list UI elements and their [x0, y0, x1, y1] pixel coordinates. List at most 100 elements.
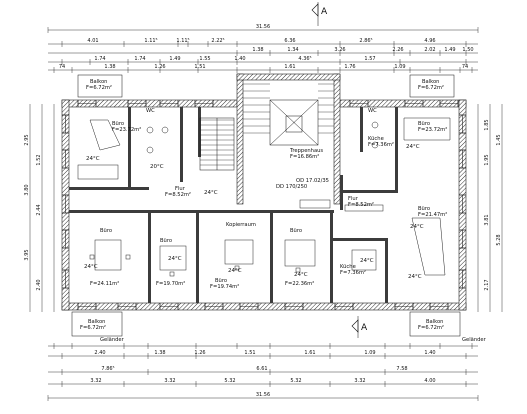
top-dim-3: 1.11⁵ — [176, 38, 189, 44]
svg-text:Büro: Büro — [215, 278, 227, 284]
svg-text:F=23.72m²: F=23.72m² — [418, 127, 447, 133]
svg-text:4.00: 4.00 — [424, 378, 435, 384]
top-dim-r2-1: 1.38 — [252, 47, 263, 53]
svg-text:F=6.72m²: F=6.72m² — [418, 85, 444, 91]
svg-text:Treppenhaus: Treppenhaus — [289, 148, 323, 154]
left-dimension-chains: 2.95 3.80 1.52 2.44 3.95 2.40 — [24, 104, 55, 312]
svg-text:OD 17.02/35: OD 17.02/35 — [296, 178, 329, 184]
svg-text:31.56: 31.56 — [256, 392, 270, 398]
svg-text:24°C: 24°C — [84, 264, 98, 270]
svg-text:1.40: 1.40 — [424, 350, 435, 356]
balcony-top-right: Balkon F=6.72m² — [409, 74, 455, 98]
svg-text:WC: WC — [368, 108, 377, 114]
svg-text:24°C: 24°C — [406, 144, 420, 150]
svg-text:Kopierraum: Kopierraum — [226, 222, 256, 228]
top-dim-r4-7: 1.09 — [394, 64, 405, 70]
svg-text:Balkon: Balkon — [88, 319, 105, 325]
top-dim-r2-4: 2.26 — [392, 47, 403, 53]
top-dim-r4-5: 1.61 — [284, 64, 295, 70]
svg-text:24°C: 24°C — [204, 190, 218, 196]
svg-text:1.38: 1.38 — [154, 350, 165, 356]
svg-text:1.85: 1.85 — [484, 119, 490, 130]
svg-text:F=6.72m²: F=6.72m² — [80, 325, 106, 331]
svg-text:Balkon: Balkon — [422, 79, 439, 85]
svg-text:F=23.72m²: F=23.72m² — [112, 127, 141, 133]
top-dim-r2-7: 1.50 — [462, 47, 473, 53]
top-dim-r2-6: 1.49 — [444, 47, 455, 53]
svg-text:Balkon: Balkon — [426, 319, 443, 325]
top-dim-r4-6: 1.76 — [344, 64, 355, 70]
svg-text:5.32: 5.32 — [290, 378, 301, 384]
outer-walls — [61, 73, 467, 311]
svg-text:A: A — [361, 323, 368, 333]
svg-text:F=7.36m²: F=7.36m² — [368, 142, 394, 148]
top-dim-r4-2: 1.38 — [104, 64, 115, 70]
svg-text:3.81: 3.81 — [484, 214, 490, 225]
section-marker-top: A — [311, 2, 328, 26]
svg-text:3.32: 3.32 — [90, 378, 101, 384]
svg-text:F=6.72m²: F=6.72m² — [86, 85, 112, 91]
svg-text:1.45: 1.45 — [496, 134, 502, 145]
svg-text:Geländer: Geländer — [100, 337, 125, 343]
svg-text:2.95: 2.95 — [24, 134, 30, 145]
svg-text:Büro: Büro — [290, 228, 302, 234]
svg-text:1.51: 1.51 — [244, 350, 255, 356]
svg-text:1.61: 1.61 — [304, 350, 315, 356]
svg-text:F=6.72m²: F=6.72m² — [418, 325, 444, 331]
top-dim-r3-2: 1.74 — [134, 56, 145, 62]
svg-text:F=22.36m²: F=22.36m² — [285, 281, 314, 287]
top-dim-r3-1: 1.74 — [94, 56, 105, 62]
svg-text:24°C: 24°C — [228, 268, 242, 274]
svg-text:6.61: 6.61 — [256, 366, 267, 372]
top-dim-2: 1.11⁵ — [144, 38, 157, 44]
svg-text:F=8.52m²: F=8.52m² — [165, 192, 191, 198]
svg-text:1.09: 1.09 — [364, 350, 375, 356]
svg-text:Küche: Küche — [340, 264, 356, 270]
svg-text:2.40: 2.40 — [36, 279, 42, 290]
room-labels: Büro F=23.72m² 24°C Büro F=23.72m² 24°C … — [84, 108, 447, 290]
svg-text:5.28: 5.28 — [496, 234, 502, 245]
svg-text:Balkon: Balkon — [90, 79, 107, 85]
section-marker-bottom: A — [351, 316, 368, 338]
top-dim-r3-6: 4.36⁵ — [298, 56, 311, 62]
svg-text:2.44: 2.44 — [36, 204, 42, 215]
svg-text:Büro: Büro — [100, 228, 112, 234]
svg-text:3.95: 3.95 — [24, 249, 30, 260]
svg-text:DD 170/250: DD 170/250 — [276, 184, 307, 190]
top-dim-4: 2.22⁵ — [211, 38, 224, 44]
top-dim-r3-3: 1.49 — [169, 56, 180, 62]
top-dim-r2-5: 2.02 — [424, 47, 435, 53]
svg-text:24°C: 24°C — [360, 258, 374, 264]
top-dim-6: 2.86⁵ — [359, 38, 372, 44]
top-dim-r3-7: 1.57 — [364, 56, 375, 62]
svg-text:2.17: 2.17 — [484, 279, 490, 290]
svg-text:24°C: 24°C — [86, 156, 100, 162]
svg-text:1.52: 1.52 — [36, 154, 42, 165]
svg-text:Küche: Küche — [368, 136, 384, 142]
top-dim-5: 6.36 — [284, 38, 295, 44]
top-dim-r3-4: 1.55 — [199, 56, 210, 62]
top-dim-r3-5: 1.40 — [234, 56, 245, 62]
svg-text:F=19.70m²: F=19.70m² — [156, 281, 185, 287]
svg-text:Geländer: Geländer — [462, 337, 487, 343]
windows — [62, 100, 466, 310]
top-dim-r4-1: 74 — [59, 64, 65, 70]
svg-text:3.32: 3.32 — [354, 378, 365, 384]
svg-text:Flur: Flur — [175, 186, 186, 192]
svg-text:5.32: 5.32 — [224, 378, 235, 384]
furniture — [77, 117, 451, 277]
svg-text:24°C: 24°C — [410, 224, 424, 230]
interior-walls — [69, 107, 398, 303]
bottom-dimension-chains: 2.40 1.38 1.26 1.51 1.61 1.09 1.40 7.86⁵… — [47, 343, 479, 401]
svg-text:Büro: Büro — [418, 206, 430, 212]
svg-text:1.26: 1.26 — [194, 350, 205, 356]
right-dimension-chains: 1.85 1.95 1.45 3.81 5.28 2.17 — [477, 104, 503, 312]
svg-text:24°C: 24°C — [168, 256, 182, 262]
top-dim-7: 4.96 — [424, 38, 435, 44]
top-dimension-chains: 31.56 4.01 1.11⁵ 1.11⁵ 2.22⁵ 6.36 2.86⁵ … — [47, 24, 479, 73]
svg-text:WC: WC — [146, 108, 155, 114]
svg-text:F=8.52m²: F=8.52m² — [348, 202, 374, 208]
top-dim-r2-3: 3.26 — [334, 47, 345, 53]
svg-text:2.40: 2.40 — [94, 350, 105, 356]
